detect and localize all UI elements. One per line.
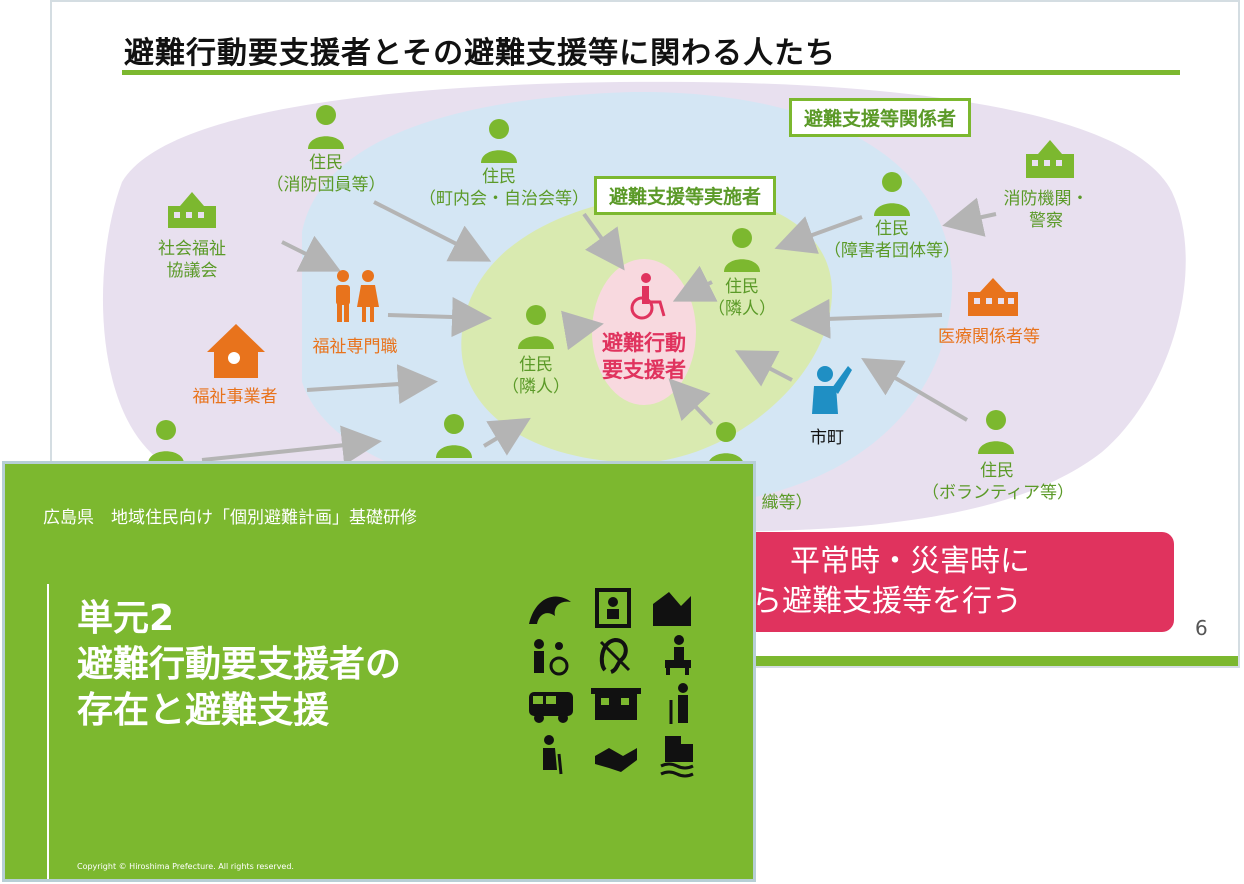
label-text: （障害者団体等）: [824, 241, 960, 261]
label-text: 住民: [725, 277, 759, 297]
front-slide: 広島県 地域住民向け「個別避難計画」基礎研修 単元2 避難行動要支援者の 存在と…: [2, 461, 756, 882]
label-text: 社会福祉: [158, 239, 226, 259]
label-welfare-business: 福祉事業者: [192, 387, 278, 407]
label-text: （隣人）: [708, 299, 776, 319]
wheelchair-icon: [630, 273, 666, 320]
label-text: （町内会・自治会等）: [419, 189, 589, 209]
title-line2: 避難行動要支援者の: [77, 644, 402, 685]
slide-title: 避難行動要支援者とその避難支援等に関わる人たち: [124, 36, 837, 71]
label-welfare-professional: 福祉専門職: [312, 337, 398, 357]
fire-police-building-icon: [1026, 140, 1074, 178]
label-text: （消防団員等）: [266, 175, 386, 195]
tsunami-icon: [529, 596, 571, 624]
box-support-related: 避難支援等関係者: [789, 98, 972, 137]
person-icon: [148, 420, 184, 464]
box-support-implementers: 避難支援等実施者: [594, 176, 777, 215]
label-partial: 織等）: [761, 493, 813, 513]
title-underline: [122, 70, 1180, 75]
label-text: （隣人）: [502, 377, 570, 397]
wheelchair-helper-icon: [534, 639, 569, 676]
center-label: 避難行動 要支援者: [592, 330, 696, 384]
person-icons: [148, 105, 1014, 466]
flood-building-icon: [660, 736, 694, 778]
label-text: （ボランティア等）: [922, 483, 1074, 503]
diagram-graphic: [102, 81, 1186, 532]
window-person-icon: [595, 588, 631, 628]
label-fire-police: 消防機関・ 警察: [986, 188, 1106, 232]
banner-line2: ら避難支援等を行う: [752, 584, 1022, 619]
label-text: 住民: [980, 461, 1014, 481]
label-resident-neighbor-left: 住民 （隣人）: [496, 354, 576, 398]
label-resident-volunteer: 住民 （ボランティア等）: [922, 460, 1074, 504]
icon-grid: [529, 588, 694, 778]
house-icon: [591, 688, 641, 720]
medical-building-icon: [968, 278, 1018, 316]
label-text: 協議会: [166, 261, 218, 281]
person-icon: [978, 410, 1014, 454]
building-icons-green: [168, 140, 1074, 228]
van-icon: [529, 692, 573, 723]
label-text: 住民: [875, 219, 909, 239]
center-region: [592, 259, 696, 405]
welfare-professional-icon: [336, 270, 379, 322]
person-icon: [724, 228, 760, 272]
guide-dog-icon: [665, 635, 691, 675]
label-text: 住民: [519, 355, 553, 375]
slide-subtitle: 広島県 地域住民向け「個別避難計画」基礎研修: [43, 508, 417, 528]
label-text: 住民: [309, 153, 343, 173]
label-resident-disability: 住民 （障害者団体等）: [822, 218, 962, 262]
title-line1: 単元2: [77, 598, 175, 639]
landslide-icon: [653, 592, 691, 626]
arrows: [201, 197, 997, 466]
banner: 平常時・災害時に ら避難支援等を行う: [742, 532, 1174, 632]
back-slide: 避難行動要支援者とその避難支援等に関わる人たち: [50, 0, 1240, 668]
person-icon: [518, 305, 554, 349]
label-text: 警察: [1029, 211, 1063, 231]
slide-main-title: 単元2 避難行動要支援者の 存在と避難支援: [77, 596, 401, 734]
page-number: 6: [1195, 616, 1208, 640]
city-official-icon: [812, 366, 852, 414]
orange-icons: [207, 270, 1018, 378]
person-icon: [308, 105, 344, 149]
label-text: 消防機関・: [1003, 189, 1089, 209]
person-icon: [874, 172, 910, 216]
label-social-welfare: 社会福祉 協議会: [142, 238, 242, 282]
label-resident-neighbor-right: 住民 （隣人）: [702, 276, 782, 320]
hearing-impaired-icon: [599, 637, 631, 674]
center-label-line2: 要支援者: [602, 358, 686, 382]
elderly-cane-icon: [669, 683, 688, 724]
person-icon: [436, 414, 472, 458]
banner-line1: 平常時・災害時に: [790, 544, 1030, 579]
label-medical: 医療関係者等: [938, 327, 1040, 347]
elderly-walking-icon: [543, 735, 563, 775]
social-welfare-building-icon: [168, 192, 216, 228]
label-text: 住民: [482, 167, 516, 187]
person-icon: [481, 119, 517, 163]
center-label-line1: 避難行動: [602, 331, 686, 355]
copyright: Copyright © Hiroshima Prefecture. All ri…: [77, 862, 294, 871]
label-resident-fire: 住民 （消防団員等）: [256, 152, 396, 196]
label-resident-town: 住民 （町内会・自治会等）: [419, 166, 589, 210]
label-city: 市町: [810, 428, 844, 448]
title-line3: 存在と避難支援: [77, 690, 330, 731]
vertical-divider: [47, 584, 49, 879]
welfare-business-icon: [207, 324, 265, 378]
handshake-icon: [595, 748, 637, 772]
